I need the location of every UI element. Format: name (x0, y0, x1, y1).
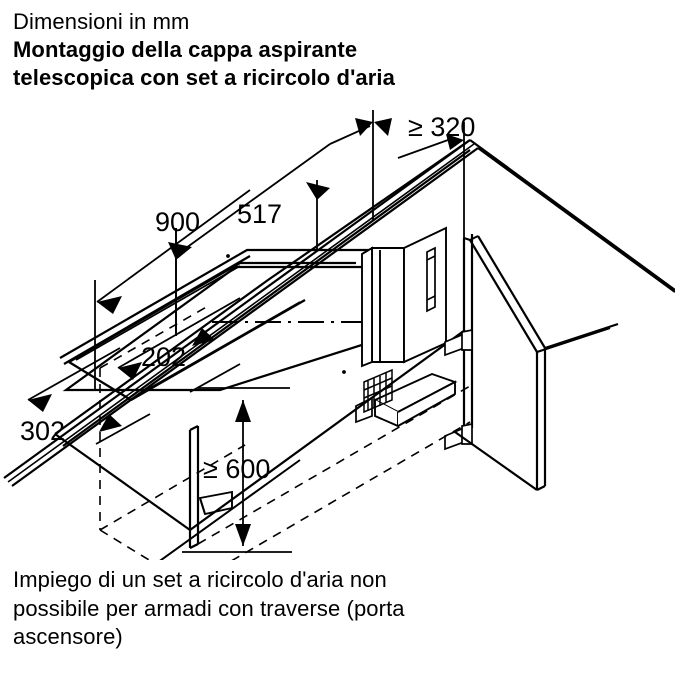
mounting-bracket-left (198, 490, 233, 516)
arrowhead (446, 134, 464, 150)
centre-mark-dot (226, 254, 230, 258)
arrowhead (28, 394, 52, 412)
dimension-label-302: 302 (20, 416, 65, 446)
units-label: Dimensioni in mm (13, 9, 190, 34)
cabinet-top-surface (62, 149, 471, 447)
arrowhead (118, 362, 142, 380)
wall-upper-band (3, 139, 479, 487)
installation-diagram: 900 517 ≥ 320 (3, 110, 675, 560)
arrowhead (306, 182, 330, 200)
hinge-lower (444, 422, 473, 451)
dimension-320: ≥ 320 (329, 110, 475, 242)
hood-flue-strip (426, 246, 436, 313)
dimension-label-517: 517 (237, 199, 282, 229)
arrowhead (192, 328, 215, 346)
extractor-hood-body (361, 226, 447, 368)
wall-upper-band-thin (7, 143, 475, 483)
arrowhead (355, 118, 373, 136)
cabinet-bottom-edge (159, 459, 301, 560)
dimension-label-320: ≥ 320 (408, 112, 475, 142)
arrowhead (235, 400, 251, 422)
hood-filter-base (355, 396, 373, 424)
hood-cutout-inner-lip (75, 265, 301, 397)
hood-telescopic-drawer (372, 372, 458, 428)
centre-mark-dot (342, 370, 346, 374)
dimension-600: ≥ 600 (182, 387, 292, 553)
open-door-panel (454, 235, 619, 491)
dimension-302: 302 (20, 347, 151, 446)
dimension-label-600: ≥ 600 (203, 454, 270, 484)
dimension-202: 202 (117, 297, 241, 393)
arrowhead (168, 242, 192, 260)
dimension-label-900: 900 (155, 207, 200, 237)
door-corner-joint (463, 235, 479, 241)
dimension-900: 900 (94, 189, 251, 390)
cabinet-top-slab (54, 139, 471, 531)
footer-note: Impiego di un set a ricircolo d'aria non… (13, 567, 405, 650)
hinge-upper (444, 328, 473, 357)
arrowhead (235, 524, 251, 546)
arrowhead (374, 118, 392, 136)
dimension-label-202: 202 (141, 342, 186, 372)
arrowhead (99, 414, 122, 432)
page-title: Montaggio della cappa aspirante telescop… (13, 37, 395, 91)
dimension-517: 517 (175, 143, 331, 336)
arrowhead (97, 296, 122, 314)
wall-upper-band-right (469, 139, 675, 293)
